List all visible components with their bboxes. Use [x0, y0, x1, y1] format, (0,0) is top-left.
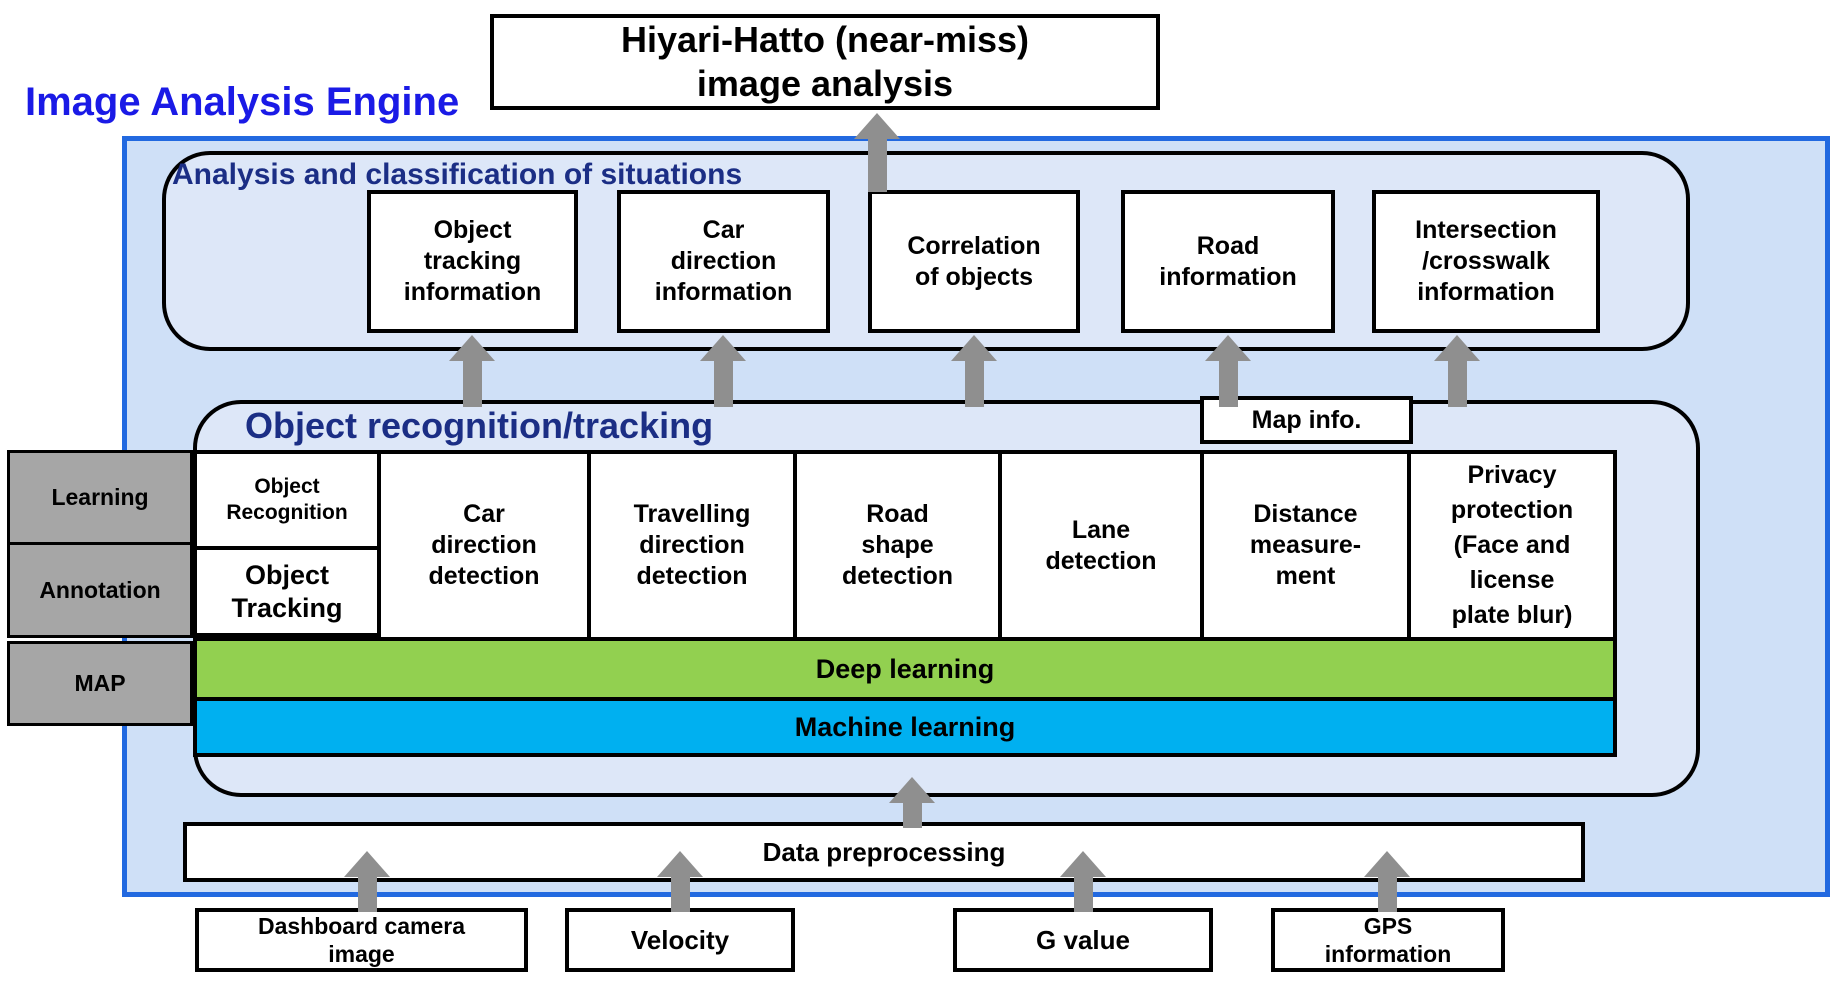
road-information-box: Road information	[1121, 190, 1335, 333]
arrow-from-g-value	[1060, 851, 1106, 912]
travelling-direction-detection-cell: Travelling direction detection	[587, 450, 797, 641]
car-direction-detection-cell: Car direction detection	[377, 450, 591, 641]
object-tracking-cell: Object Tracking	[193, 546, 381, 637]
arrow-preprocessing-to-recognition	[889, 777, 935, 828]
arrow-to-object-tracking-information	[449, 335, 495, 407]
engine-title: Image Analysis Engine	[25, 80, 460, 124]
arrow-head-icon	[854, 113, 900, 139]
distance-measurement-cell: Distance measure- ment	[1200, 450, 1411, 641]
data-preprocessing-box: Data preprocessing	[183, 822, 1585, 882]
arrow-head-icon	[700, 335, 746, 361]
object-recognition-tracking-title: Object recognition/tracking	[245, 405, 714, 446]
arrow-head-icon	[889, 777, 935, 803]
arrow-from-velocity	[657, 851, 703, 912]
gps-information-box: GPS information	[1271, 908, 1505, 972]
road-shape-detection-cell: Road shape detection	[793, 450, 1002, 641]
intersection-crosswalk-information-box: Intersection /crosswalk information	[1372, 190, 1600, 333]
arrow-head-icon	[449, 335, 495, 361]
arrow-to-intersection-crosswalk	[1434, 335, 1480, 407]
arrow-head-icon	[1364, 851, 1410, 877]
arrow-to-car-direction-information	[700, 335, 746, 407]
object-tracking-information-box: Object tracking information	[367, 190, 578, 333]
arrow-to-near-miss-output	[854, 113, 900, 192]
side-tab-map: MAP	[7, 641, 193, 726]
arrow-head-icon	[1434, 335, 1480, 361]
arrow-head-icon	[657, 851, 703, 877]
arrow-head-icon	[951, 335, 997, 361]
arrow-from-dashboard-camera	[344, 851, 390, 912]
arrow-head-icon	[1205, 335, 1251, 361]
arrow-head-icon	[344, 851, 390, 877]
machine-learning-bar: Machine learning	[193, 697, 1617, 757]
analysis-classification-title: Analysis and classification of situation…	[172, 158, 743, 191]
side-tab-learning: Learning	[7, 450, 193, 545]
arrow-from-gps-information	[1364, 851, 1410, 912]
side-tab-annotation: Annotation	[7, 542, 193, 638]
deep-learning-bar: Deep learning	[193, 637, 1617, 701]
near-miss-output-box: Hiyari-Hatto (near-miss) image analysis	[490, 14, 1160, 110]
lane-detection-cell: Lane detection	[998, 450, 1204, 641]
arrow-head-icon	[1060, 851, 1106, 877]
velocity-box: Velocity	[565, 908, 795, 972]
dashboard-camera-image-box: Dashboard camera image	[195, 908, 528, 972]
car-direction-information-box: Car direction information	[617, 190, 830, 333]
arrow-to-correlation-of-objects	[951, 335, 997, 407]
privacy-protection-cell: Privacy protection (Face and license pla…	[1407, 450, 1617, 641]
correlation-of-objects-box: Correlation of objects	[868, 190, 1080, 333]
g-value-box: G value	[953, 908, 1213, 972]
arrow-to-road-information	[1205, 335, 1251, 407]
object-recognition-cell: Object Recognition	[193, 450, 381, 550]
